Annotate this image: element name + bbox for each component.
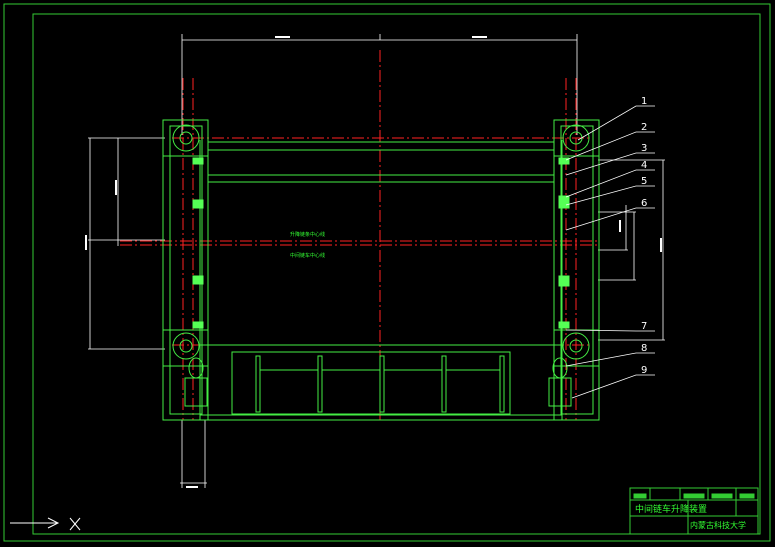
title-block-title: 中间链车升降装置 bbox=[635, 503, 707, 515]
title-block bbox=[629, 487, 759, 535]
centerline-labels: 升降链条中心线 中间链车中心线 bbox=[290, 231, 325, 259]
label-chain-car-center: 中间链车中心线 bbox=[290, 252, 325, 259]
callout-6: 6 bbox=[641, 198, 647, 209]
callout-numbers: 1 2 3 4 5 6 7 8 9 bbox=[641, 96, 647, 376]
label-lift-chain-center: 升降链条中心线 bbox=[290, 231, 325, 238]
inner-frame bbox=[32, 13, 761, 535]
callout-9: 9 bbox=[641, 365, 647, 376]
callout-3: 3 bbox=[641, 143, 647, 154]
callout-5: 5 bbox=[641, 176, 647, 187]
callout-8: 8 bbox=[641, 343, 647, 354]
bottom-compartments bbox=[255, 355, 505, 413]
outer-frame bbox=[3, 3, 771, 542]
sprocket-wheels bbox=[162, 119, 600, 367]
right-dimensions bbox=[598, 159, 665, 341]
callout-2: 2 bbox=[641, 122, 647, 133]
callout-leaders bbox=[565, 105, 655, 399]
callout-1: 1 bbox=[641, 96, 647, 107]
ucs-icon bbox=[10, 517, 81, 531]
lifting-frame bbox=[162, 119, 600, 421]
bottom-dimension bbox=[180, 420, 207, 488]
callout-7: 7 bbox=[641, 321, 647, 332]
top-dimension bbox=[181, 34, 578, 135]
callout-4: 4 bbox=[641, 160, 647, 171]
drive-units bbox=[184, 357, 572, 407]
chain-rollers bbox=[192, 157, 570, 329]
left-dimensions bbox=[85, 137, 165, 350]
centerlines bbox=[120, 50, 598, 420]
title-block-school: 内蒙古科技大学 bbox=[690, 520, 746, 530]
